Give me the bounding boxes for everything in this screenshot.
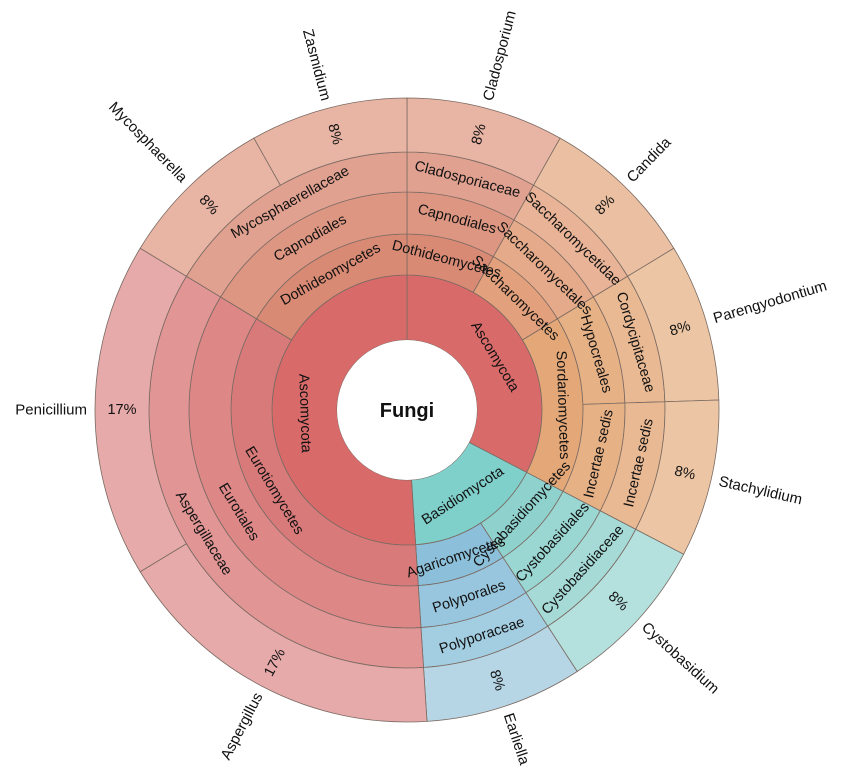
sunburst-segments: [94, 97, 720, 723]
percent-cladosporium: 8%: [469, 122, 490, 146]
genus-penicillium: Penicillium: [15, 402, 87, 419]
center-label: Fungi: [380, 400, 434, 422]
genus-mycosphaerella: Mycosphaerella: [105, 99, 191, 187]
percent-parengyodontium: 8%: [668, 318, 693, 339]
genus-cystobasidium: Cystobasidium: [638, 619, 722, 698]
genus-aspergillus: Aspergillus: [218, 690, 267, 763]
center-hole: [337, 340, 477, 480]
percent-zasmidium: 8%: [324, 122, 345, 146]
genus-parengyodontium: Parengyodontium: [711, 277, 829, 327]
genus-stachylidium: Stachylidium: [717, 473, 804, 508]
percent-stachylidium: 8%: [673, 463, 697, 483]
segment-zasmidium: [253, 97, 408, 186]
genus-cladosporium: Cladosporium: [480, 9, 520, 103]
percent-earliella: 8%: [486, 668, 508, 693]
label-ascomycota: Ascomycota: [295, 374, 314, 454]
percent-penicillium: 17%: [107, 402, 136, 418]
genus-candida: Candida: [624, 134, 676, 186]
label-sordariomycetes: Sordariomycetes: [553, 350, 572, 459]
genus-zasmidium: Zasmidium: [299, 27, 334, 102]
genus-earliella: Earliella: [500, 711, 533, 768]
